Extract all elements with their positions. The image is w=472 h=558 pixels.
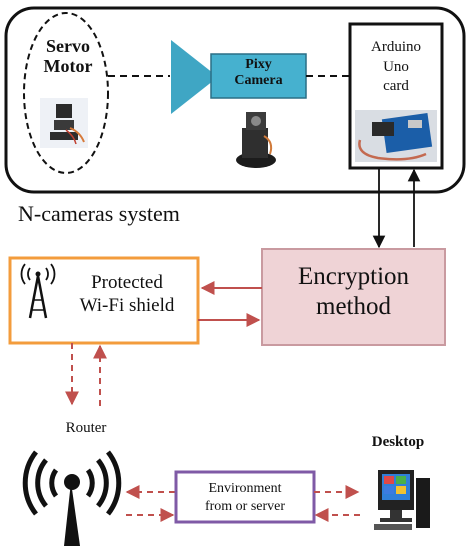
desktop-label: Desktop — [371, 434, 425, 450]
arduino-board-image — [355, 110, 437, 162]
router-label: Router — [65, 420, 107, 436]
wifi-shield-label: Protected Wi-Fi shield — [60, 272, 194, 318]
arduino-line-1: Arduino — [371, 39, 421, 55]
arduino-line-3: card — [383, 78, 409, 94]
pixy-camera-label: Pixy Camera — [211, 57, 306, 88]
wifi-line-2: Wi-Fi shield — [79, 294, 175, 316]
encryption-method-box — [261, 248, 446, 346]
encryption-method-label: Encryption method — [262, 262, 445, 322]
arduino-label: Arduino Uno card — [350, 38, 442, 97]
arduino-line-2: Uno — [383, 58, 409, 75]
camera-line-1: Pixy — [245, 57, 272, 72]
servo-line-2: Motor — [43, 56, 93, 77]
desktop-computer-icon — [374, 470, 430, 530]
servo-motor-image — [40, 98, 88, 148]
environment-label: Environment from or server — [176, 480, 314, 516]
router-broadcast-icon — [22, 450, 122, 546]
camera-lens-triangle — [171, 40, 218, 114]
environment-box — [174, 470, 316, 524]
environment-line-2: from or server — [204, 499, 286, 515]
pixy-camera-image — [236, 112, 276, 168]
encryption-line-1: Encryption — [297, 263, 410, 290]
environment-line-1: Environment — [208, 481, 282, 496]
pixy-camera-box — [210, 53, 307, 99]
antenna-icon — [20, 263, 56, 319]
camera-line-2: Camera — [234, 72, 283, 88]
wifi-line-1: Protected — [91, 272, 163, 293]
encryption-line-2: method — [316, 293, 391, 320]
servo-motor-label: Servo Motor — [30, 36, 106, 76]
servo-line-1: Servo — [46, 36, 90, 56]
n-cameras-system-label: N-cameras system — [18, 201, 180, 226]
